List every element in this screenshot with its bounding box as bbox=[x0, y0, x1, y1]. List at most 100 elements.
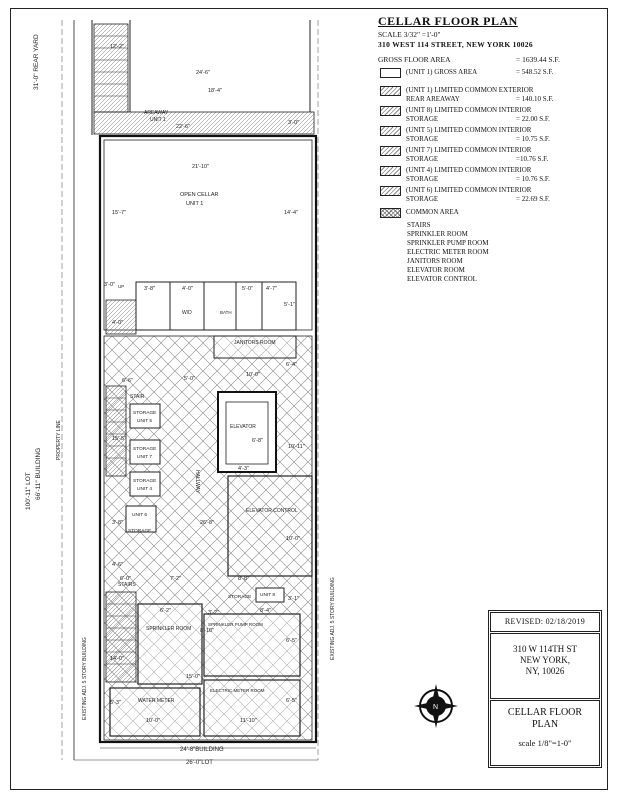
lot-width-label: 26'-0"LOT bbox=[186, 760, 213, 766]
gross-floor-area-value: = 1639.44 S.F. bbox=[516, 55, 560, 64]
rear-yard-label: 31'-0" REAR YARD bbox=[33, 34, 40, 90]
existing-building-right: EXISTING ADJ. 5 STORY BUILDING bbox=[330, 577, 336, 660]
unit-4-label: UNIT 4 bbox=[137, 486, 152, 492]
hallway-label: HALLWAY bbox=[194, 470, 200, 494]
janitors-label: JANITORS ROOM bbox=[234, 340, 276, 346]
unit-8-label: UNIT 8 bbox=[260, 592, 275, 598]
title-block-address: 310 W 114TH ST NEW YORK, NY, 10026 bbox=[490, 633, 600, 699]
legend-swatch-hatch bbox=[380, 146, 401, 156]
title-block bbox=[488, 610, 602, 768]
svg-text:10'-11": 10'-11" bbox=[288, 444, 305, 450]
svg-text:3'-2": 3'-2" bbox=[208, 610, 219, 616]
sheet-address: 310 WEST 114 STREET, NEW YORK 10026 bbox=[378, 40, 533, 49]
svg-text:3'-8": 3'-8" bbox=[112, 520, 123, 526]
svg-text:6'-2": 6'-2" bbox=[160, 608, 171, 614]
svg-text:3'-0": 3'-0" bbox=[104, 282, 115, 288]
storage-7-label: STORAGE bbox=[133, 446, 156, 452]
storage-6-label: STORAGE bbox=[128, 528, 151, 534]
dimension-labels: 12'-2" 24'-6" 18'-4" 22'-6" 3'-0" 21'-10… bbox=[104, 44, 305, 724]
svg-text:10'-0": 10'-0" bbox=[146, 718, 160, 724]
svg-text:6'-6": 6'-6" bbox=[122, 378, 133, 384]
open-cellar-unit-label: UNIT 1 bbox=[186, 201, 203, 207]
legend-swatch-hatch bbox=[380, 186, 401, 196]
svg-text:12'-2": 12'-2" bbox=[110, 44, 124, 50]
svg-text:4'-6": 4'-6" bbox=[112, 562, 123, 568]
svg-text:N: N bbox=[433, 704, 438, 711]
svg-text:11'-10": 11'-10" bbox=[240, 718, 257, 724]
svg-text:8'-8": 8'-8" bbox=[238, 576, 249, 582]
existing-building-left: EXISTING ADJ. 5 STORY BUILDING bbox=[82, 637, 88, 720]
svg-text:5'-0": 5'-0" bbox=[184, 376, 195, 382]
stairs-label: STAIRS bbox=[118, 582, 136, 588]
svg-text:3'-1": 3'-1" bbox=[288, 596, 299, 602]
svg-text:3'-8": 3'-8" bbox=[144, 286, 155, 292]
legend-swatch-hatch bbox=[380, 166, 401, 176]
sheet-title: CELLAR FLOOR PLAN bbox=[378, 14, 518, 28]
svg-text:8'-10": 8'-10" bbox=[200, 628, 214, 634]
unit-7-label: UNIT 7 bbox=[137, 454, 152, 460]
svg-text:6'-8": 6'-8" bbox=[252, 438, 263, 444]
gross-floor-area-label: GROSS FLOOR AREA bbox=[378, 55, 451, 64]
svg-text:24'-6": 24'-6" bbox=[196, 70, 210, 76]
svg-text:6'-5": 6'-5" bbox=[286, 638, 297, 644]
drawing-scale: scale 1/8"=1-0" bbox=[518, 738, 572, 748]
svg-text:10'-0": 10'-0" bbox=[246, 372, 260, 378]
rear-stair bbox=[93, 23, 129, 113]
svg-text:5'-3": 5'-3" bbox=[110, 700, 121, 706]
open-cellar-label: OPEN CELLAR bbox=[180, 192, 219, 198]
svg-text:4'-7": 4'-7" bbox=[266, 286, 277, 292]
wd-label: W/D bbox=[182, 310, 192, 316]
north-arrow-icon: N bbox=[414, 684, 458, 728]
sprinkler-room-label: SPRINKLER ROOM bbox=[146, 626, 191, 632]
svg-text:6'-0": 6'-0" bbox=[120, 576, 131, 582]
legend-swatch-crosshatch bbox=[380, 208, 401, 218]
storage-4-label: STORAGE bbox=[133, 478, 156, 484]
unit-6-label: UNIT 6 bbox=[132, 512, 147, 518]
svg-text:5'-0": 5'-0" bbox=[242, 286, 253, 292]
common-area-list: STAIRS SPRINKLER ROOM SPRINKLER PUMP ROO… bbox=[407, 221, 489, 283]
svg-text:14'-4": 14'-4" bbox=[284, 210, 298, 216]
svg-text:15'-7": 15'-7" bbox=[112, 210, 126, 216]
svg-text:18'-4": 18'-4" bbox=[208, 88, 222, 94]
title-block-drawing-name: CELLAR FLOOR PLAN scale 1/8"=1-0" bbox=[490, 700, 600, 766]
gross-floor-area: GROSS FLOOR AREA = 1639.44 S.F. bbox=[378, 55, 560, 64]
sprinkler-pump-label: SPRINKLER PUMP ROOM bbox=[208, 622, 263, 627]
svg-text:4'-0": 4'-0" bbox=[182, 286, 193, 292]
common-area bbox=[103, 335, 313, 741]
stair-label: STAIR bbox=[130, 394, 145, 400]
legend-swatch-hatch bbox=[380, 106, 401, 116]
sheet-border bbox=[10, 8, 608, 790]
building-depth-label: 66'-11" BUILDING bbox=[35, 448, 42, 500]
svg-text:5'-1": 5'-1" bbox=[284, 302, 295, 308]
rear-areaway bbox=[93, 111, 315, 135]
elevator-label: ELEVATOR bbox=[230, 424, 256, 430]
bath-label: BATH bbox=[220, 310, 232, 315]
svg-text:4'-3": 4'-3" bbox=[238, 466, 249, 472]
svg-text:6'-5": 6'-5" bbox=[286, 698, 297, 704]
svg-text:15'-5": 15'-5" bbox=[112, 436, 126, 442]
svg-text:10'-0": 10'-0" bbox=[286, 536, 300, 542]
legend-swatch-hatch bbox=[380, 86, 401, 96]
lot-depth-label: 100'-11" LOT bbox=[25, 472, 32, 510]
building-width-label: 24'-8"BUILDING bbox=[180, 747, 224, 753]
storage-8-label: STORAGE bbox=[228, 594, 251, 600]
legend-swatch-hatch bbox=[380, 126, 401, 136]
up-label: UP bbox=[118, 284, 124, 289]
svg-text:8'-4": 8'-4" bbox=[260, 608, 271, 614]
svg-text:15'-0": 15'-0" bbox=[186, 674, 200, 680]
elevator-control-label: ELEVATOR CONTROL bbox=[246, 508, 298, 514]
svg-text:4'-0": 4'-0" bbox=[112, 320, 123, 326]
water-meter-label: WATER METER bbox=[138, 698, 175, 704]
building-outline bbox=[98, 134, 318, 744]
electric-meter-label: ELECTRIC METER ROOM bbox=[210, 688, 265, 693]
open-cellar-room bbox=[103, 139, 313, 331]
svg-text:22'-6": 22'-6" bbox=[176, 124, 190, 130]
areaway-unit-label: UNIT 1 bbox=[150, 117, 166, 123]
svg-text:3'-0": 3'-0" bbox=[288, 120, 299, 126]
svg-text:7'-2": 7'-2" bbox=[170, 576, 181, 582]
revision-date: REVISED: 02/18/2019 bbox=[490, 612, 600, 632]
property-line-label: PROPERTY LINE bbox=[56, 420, 62, 460]
storage-5-label: STORAGE bbox=[133, 410, 156, 416]
svg-text:6'-4": 6'-4" bbox=[286, 362, 297, 368]
